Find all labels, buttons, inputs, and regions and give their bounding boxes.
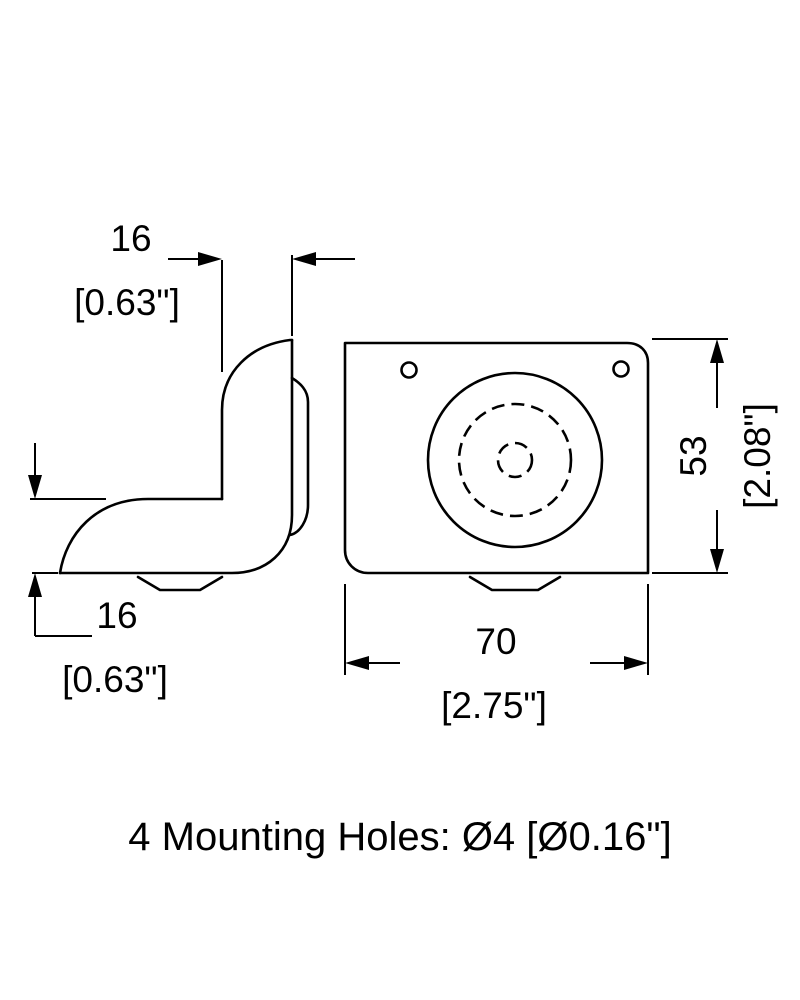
front-height-dimension [710, 339, 724, 573]
arrow-right-icon [198, 252, 222, 266]
inner-ring-dashed [496, 441, 534, 479]
front-width-value: 70 [475, 621, 516, 662]
front-view [343, 338, 728, 675]
front-height-inches: [2.08"] [737, 403, 778, 509]
mounting-hole-left [400, 361, 418, 379]
front-width-dimension [345, 656, 648, 670]
arrow-left-icon [345, 656, 369, 670]
side-height-dimension [28, 443, 92, 637]
arrow-down-icon [28, 475, 42, 499]
side-width-value: 16 [110, 218, 151, 259]
outer-ring [426, 371, 604, 549]
mounting-holes-caption: 4 Mounting Holes: Ø4 [Ø0.16"] [128, 815, 671, 859]
side-height-inches: [0.63"] [62, 659, 168, 700]
arrow-down-icon [710, 549, 724, 573]
outer-ring-dashed [457, 402, 573, 518]
side-height-value: 16 [96, 595, 137, 636]
front-height-value: 53 [673, 435, 714, 476]
arrow-left-icon [292, 252, 316, 266]
front-width-inches: [2.75"] [441, 685, 547, 726]
side-width-inches: [0.63"] [74, 282, 180, 323]
side-width-dimension [168, 252, 355, 266]
mounting-hole-right [612, 360, 630, 378]
side-view [30, 255, 310, 592]
arrow-up-icon [28, 573, 42, 597]
arrow-right-icon [624, 656, 648, 670]
arrow-up-icon [710, 339, 724, 363]
